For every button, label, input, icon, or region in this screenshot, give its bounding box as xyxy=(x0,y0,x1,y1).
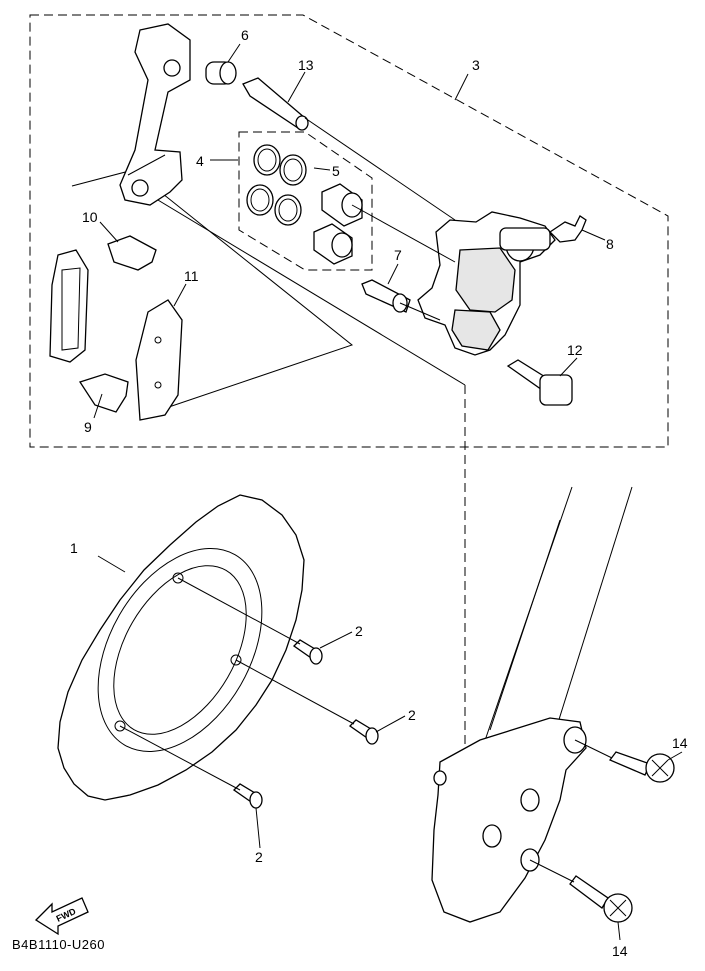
leader-5 xyxy=(313,167,331,171)
leader-2c xyxy=(255,807,261,849)
forward-arrow-icon: FWD xyxy=(34,897,89,936)
label-part-3: 3 xyxy=(472,57,480,73)
boot-part-6 xyxy=(205,61,237,85)
label-part-14b: 14 xyxy=(612,943,628,959)
leader-3 xyxy=(454,73,469,101)
axle-bracket-bolt-1 xyxy=(608,751,675,783)
caliper-bracket xyxy=(119,23,191,206)
label-part-2a: 2 xyxy=(355,623,363,639)
label-part-2c: 2 xyxy=(255,849,263,865)
label-part-9: 9 xyxy=(84,419,92,435)
axle-bracket-bolt-2 xyxy=(569,875,633,923)
pad-clip-part-9 xyxy=(78,373,129,413)
seal-kit-boundary xyxy=(238,131,373,271)
leader-2b xyxy=(375,715,406,733)
pin-part-13 xyxy=(242,77,309,131)
pin-part-7 xyxy=(361,279,411,313)
leader-13 xyxy=(287,71,306,103)
label-part-8: 8 xyxy=(606,236,614,252)
leader-8 xyxy=(581,229,606,241)
label-part-4: 4 xyxy=(196,153,204,169)
leader-14b xyxy=(617,921,621,941)
bleeder-part-8 xyxy=(548,215,587,243)
front-fork-leg xyxy=(431,486,633,923)
pistons-part-5 xyxy=(313,183,363,265)
disc-bolt-1 xyxy=(292,639,323,665)
bolt-part-12 xyxy=(506,359,573,406)
brake-disc-part-1 xyxy=(57,494,305,801)
pad-spring-part-10 xyxy=(107,235,157,271)
leader-12 xyxy=(559,357,578,377)
label-part-12: 12 xyxy=(567,342,583,358)
leader-10 xyxy=(99,221,119,243)
label-part-6: 6 xyxy=(241,27,249,43)
leader-2a xyxy=(319,631,353,649)
diagram-reference-code: B4B1110-U260 xyxy=(12,937,105,952)
alignment-line xyxy=(132,184,466,386)
label-part-1: 1 xyxy=(70,540,78,556)
leader-11 xyxy=(173,283,187,307)
label-part-7: 7 xyxy=(394,247,402,263)
label-part-14a: 14 xyxy=(672,735,688,751)
disc-bolt-3 xyxy=(232,783,263,809)
leader-6 xyxy=(227,43,241,63)
caliper-assembly-boundary xyxy=(29,14,669,448)
piston-seals-part-4 xyxy=(246,144,307,226)
leader-9 xyxy=(93,393,103,419)
caliper-body xyxy=(417,211,556,356)
leader-1 xyxy=(97,555,126,573)
label-part-11: 11 xyxy=(184,268,199,284)
label-part-5: 5 xyxy=(332,163,340,179)
leader-14a xyxy=(667,751,683,761)
label-part-13: 13 xyxy=(298,57,314,73)
label-part-2b: 2 xyxy=(408,707,416,723)
brake-pads-part-11 xyxy=(49,249,183,421)
label-part-10: 10 xyxy=(82,209,98,225)
pad-group-outline xyxy=(71,169,354,411)
leader-7 xyxy=(387,263,399,285)
